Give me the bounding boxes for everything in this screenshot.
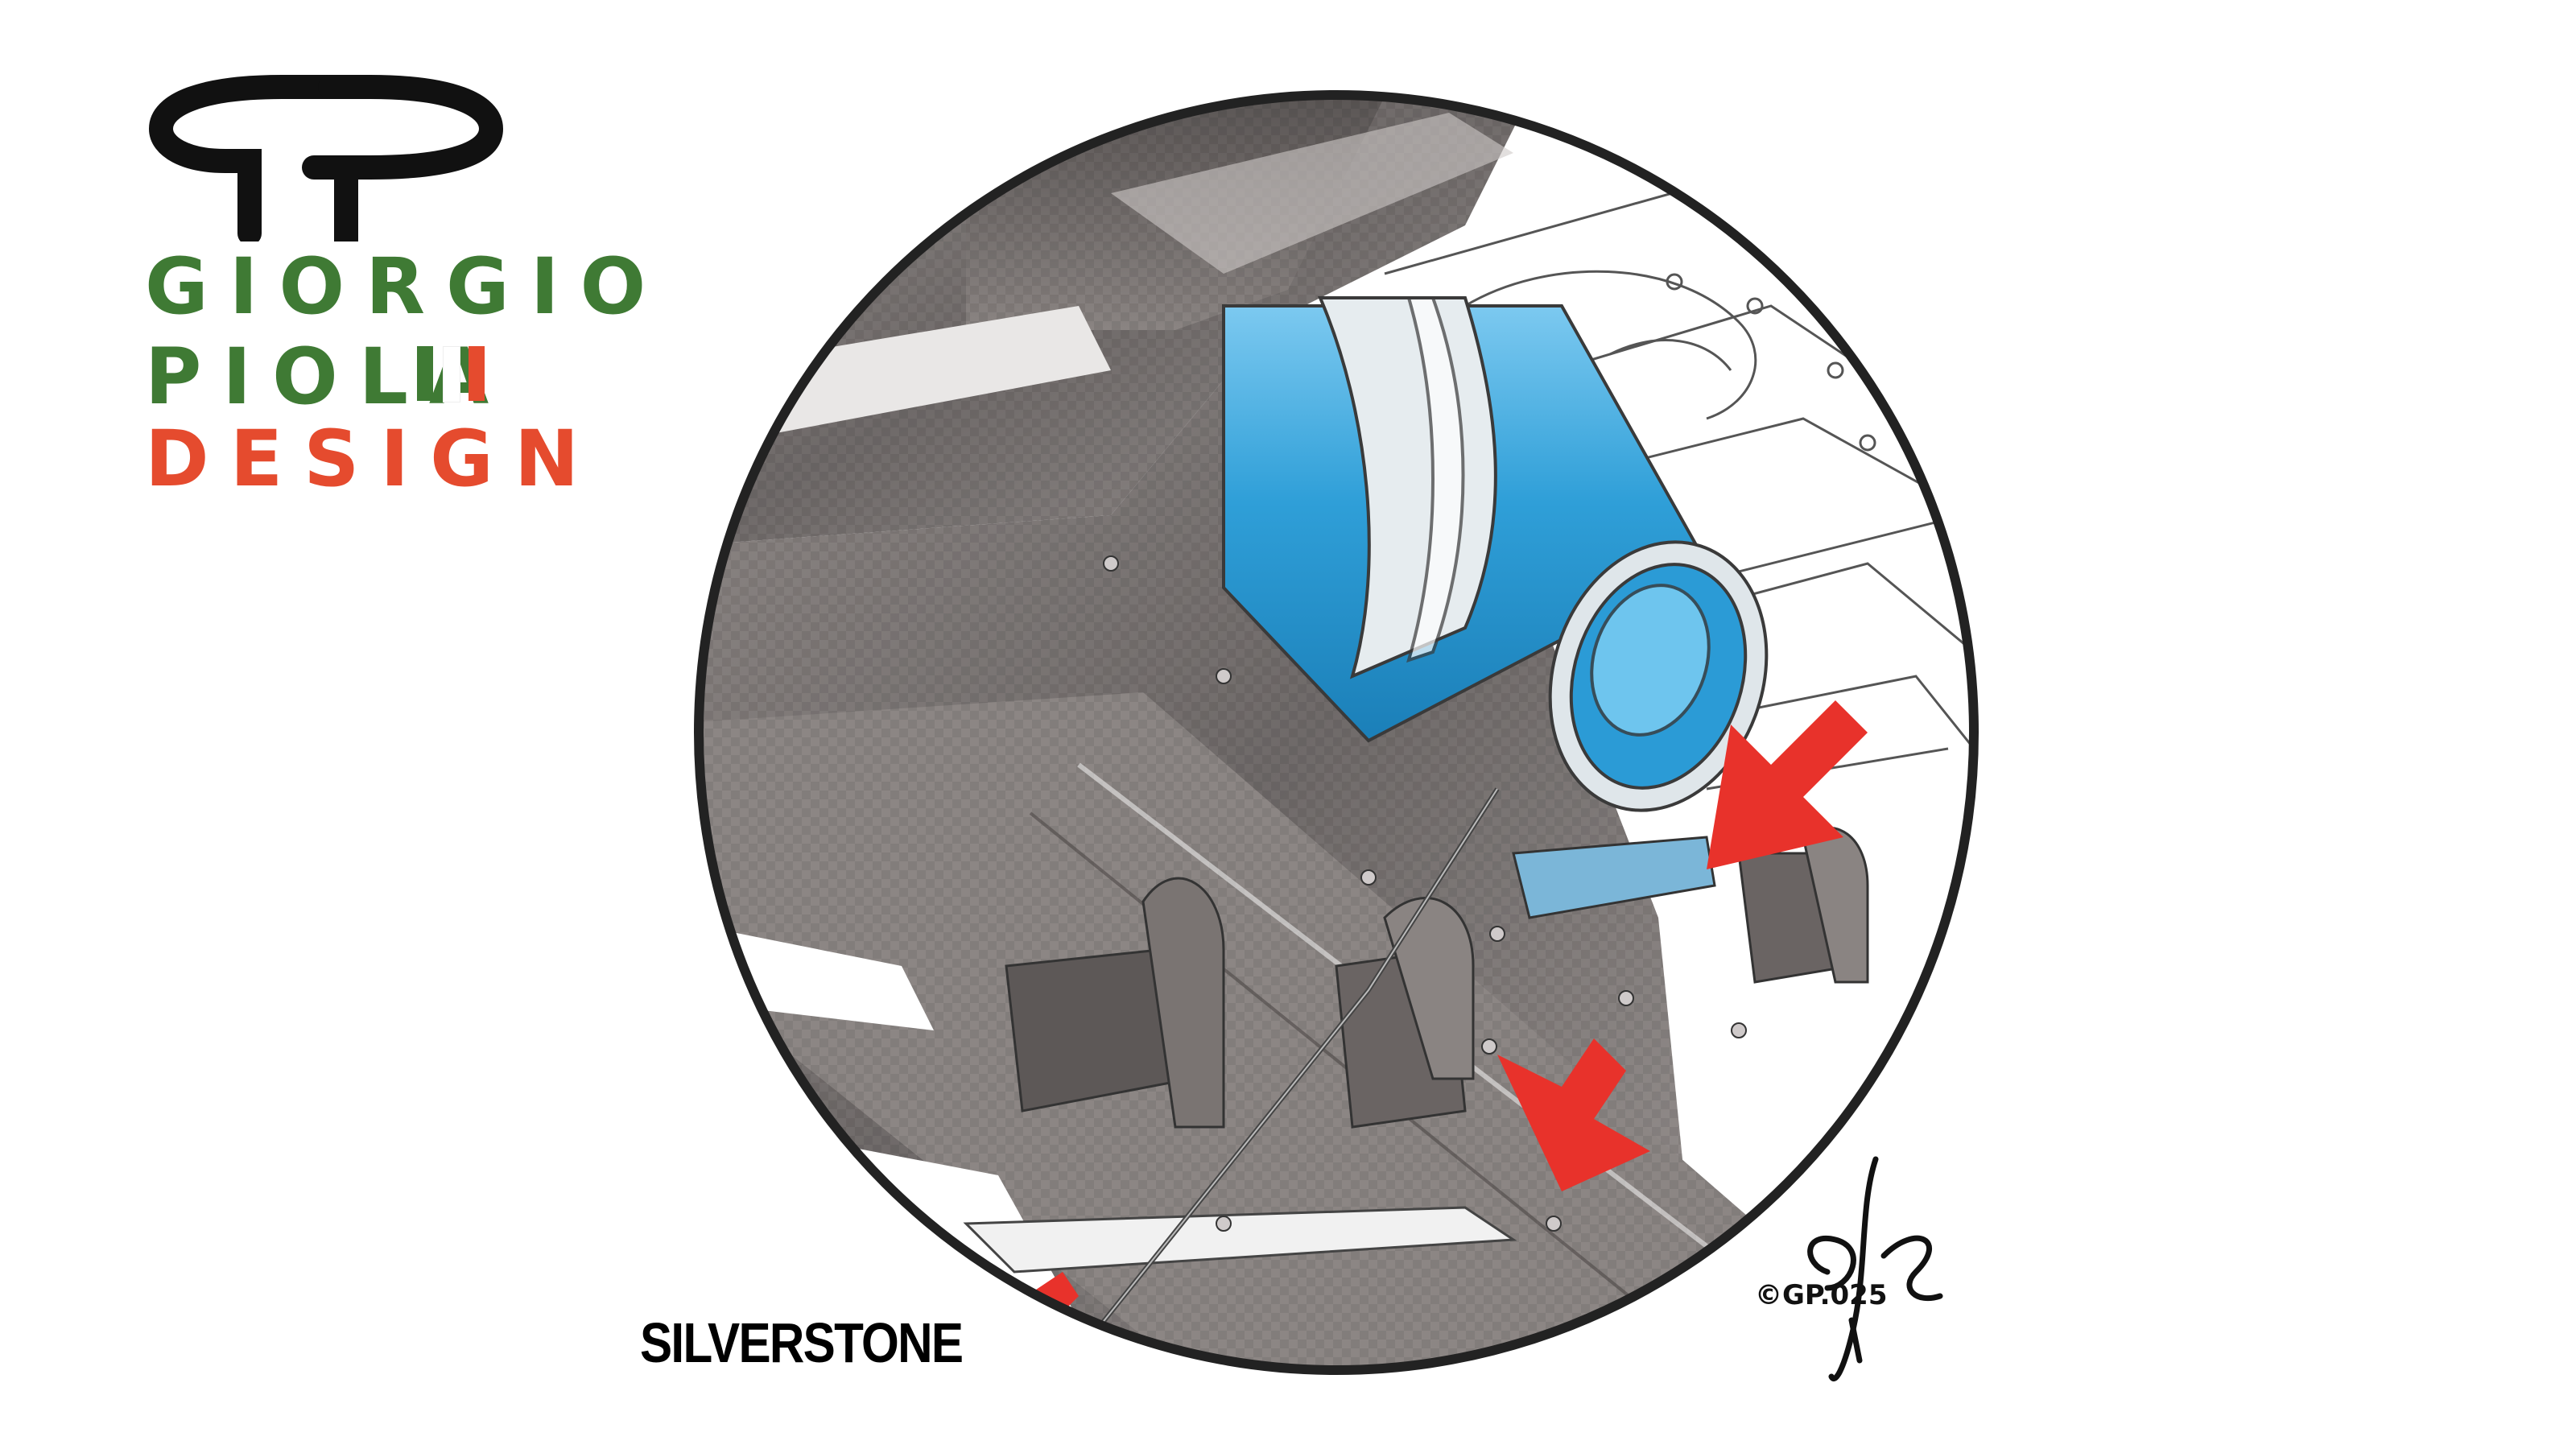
gp-monogram-icon: [148, 75, 504, 242]
signature-text: ©GP.025: [1755, 1279, 1887, 1311]
location-caption: SILVERSTONE: [640, 1311, 964, 1374]
brand-name-giorgio: GIORGIO: [145, 242, 667, 332]
artist-signature-icon: ©GP.025: [1755, 1156, 1943, 1381]
italian-flag-icon: [412, 346, 493, 402]
brand-name-design: DESIGN: [145, 414, 601, 504]
f1-sidepod-floor-technical-illustration: [694, 90, 1979, 1375]
